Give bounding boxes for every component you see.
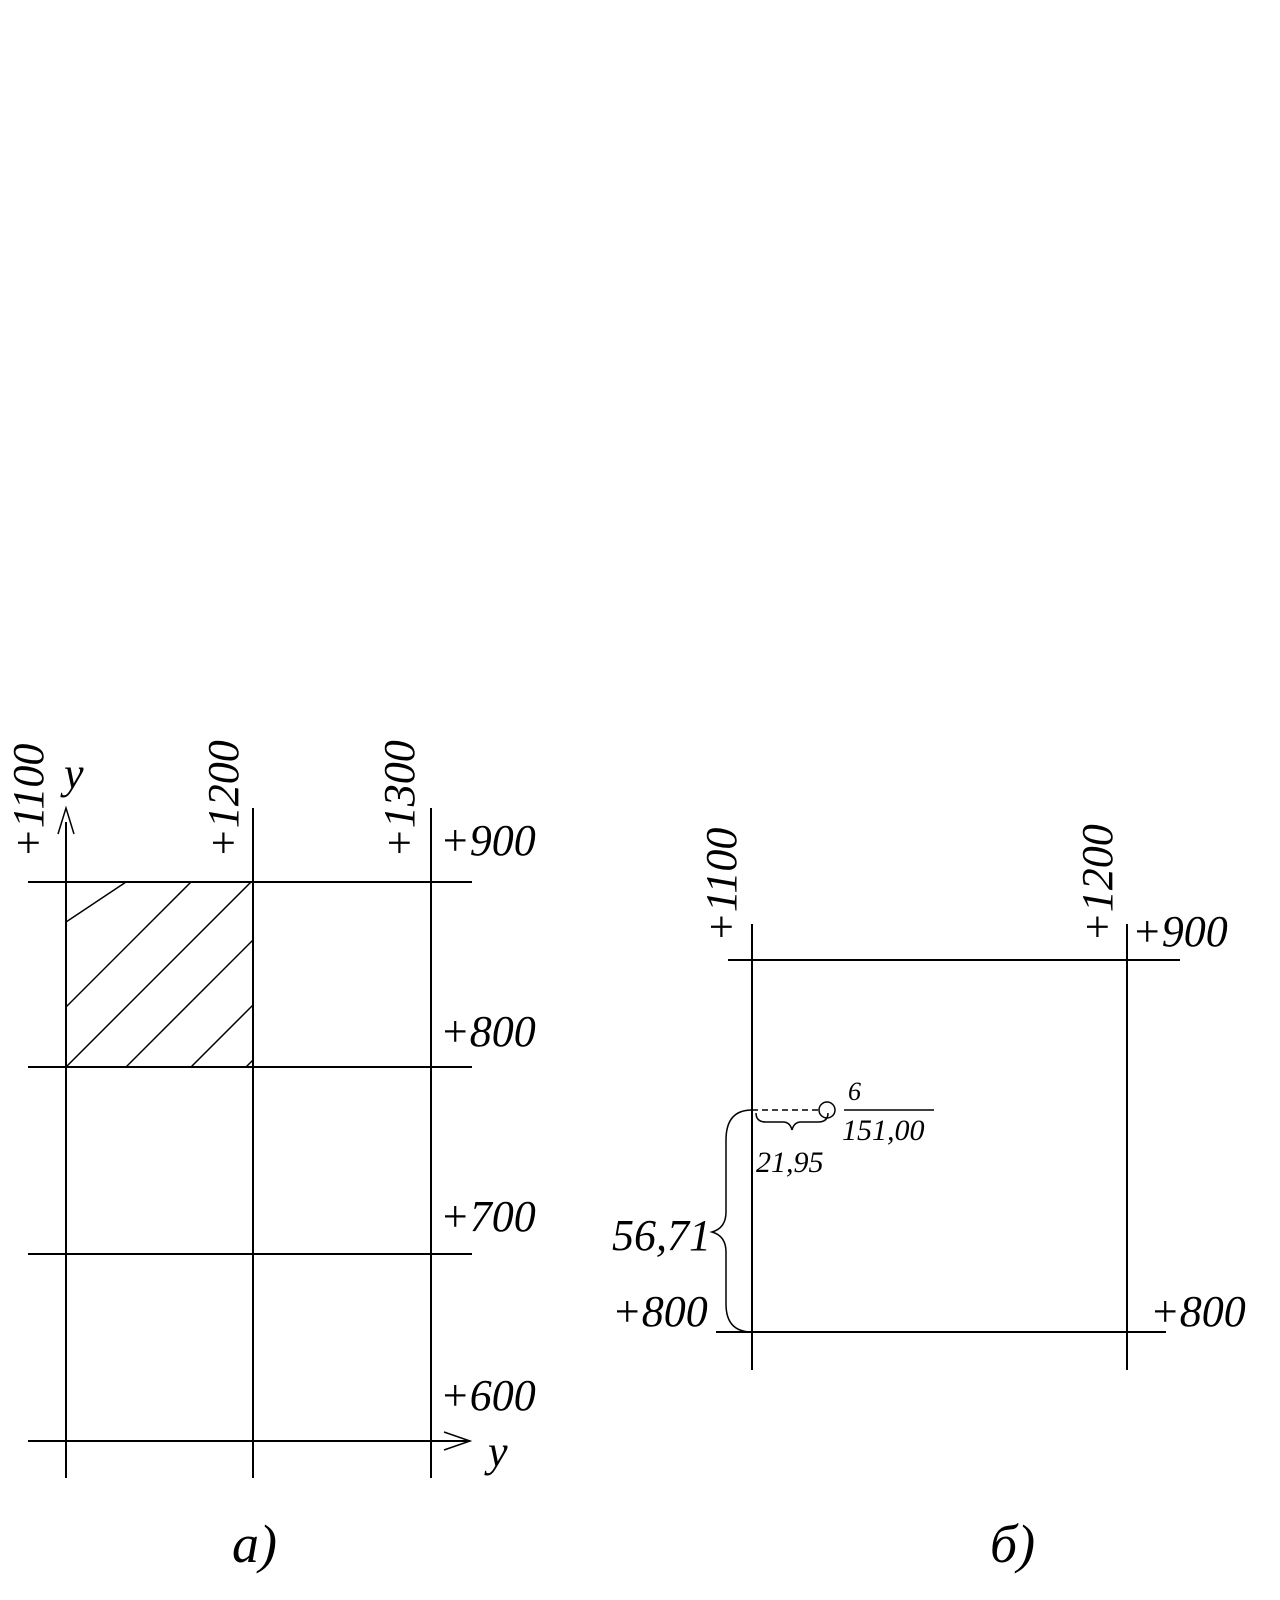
vertical-distance-label: 56,71 bbox=[612, 1211, 711, 1260]
axis-label-y-right: y bbox=[484, 1427, 508, 1476]
caption-a: а) bbox=[232, 1514, 277, 1574]
col-label-1100: +1100 bbox=[697, 828, 746, 942]
horizontal-brace bbox=[755, 1112, 829, 1131]
diagram-a: y y +1100 +1200 +1300 +900 +800 +700 +60… bbox=[4, 740, 536, 1574]
hatched-square bbox=[66, 882, 253, 1067]
point-elevation-label: 151,00 bbox=[842, 1114, 925, 1147]
axis-label-y-top: y bbox=[60, 749, 84, 798]
row-label-800-right: +800 bbox=[1150, 1287, 1246, 1336]
row-label-900: +900 bbox=[440, 816, 536, 865]
row-label-700: +700 bbox=[440, 1192, 536, 1241]
row-label-600: +600 bbox=[440, 1371, 536, 1420]
vertical-brace bbox=[709, 1109, 753, 1333]
col-label-1100: +1100 bbox=[4, 744, 53, 858]
col-label-1200: +1200 bbox=[199, 740, 248, 858]
arrow-up-icon bbox=[57, 805, 75, 835]
row-label-900: +900 bbox=[1132, 907, 1228, 956]
row-label-800: +800 bbox=[440, 1007, 536, 1056]
diagram-b: +1100 +1200 +900 +800 +800 56,71 21,95 6… bbox=[612, 824, 1246, 1574]
caption-b: б) bbox=[990, 1514, 1035, 1574]
col-label-1200: +1200 bbox=[1073, 824, 1122, 942]
row-label-800-left: +800 bbox=[612, 1287, 708, 1336]
arrow-right-icon bbox=[443, 1431, 473, 1451]
point-number-label: 6 bbox=[848, 1077, 861, 1106]
horizontal-distance-label: 21,95 bbox=[756, 1146, 824, 1179]
col-label-1300: +1300 bbox=[375, 740, 424, 858]
